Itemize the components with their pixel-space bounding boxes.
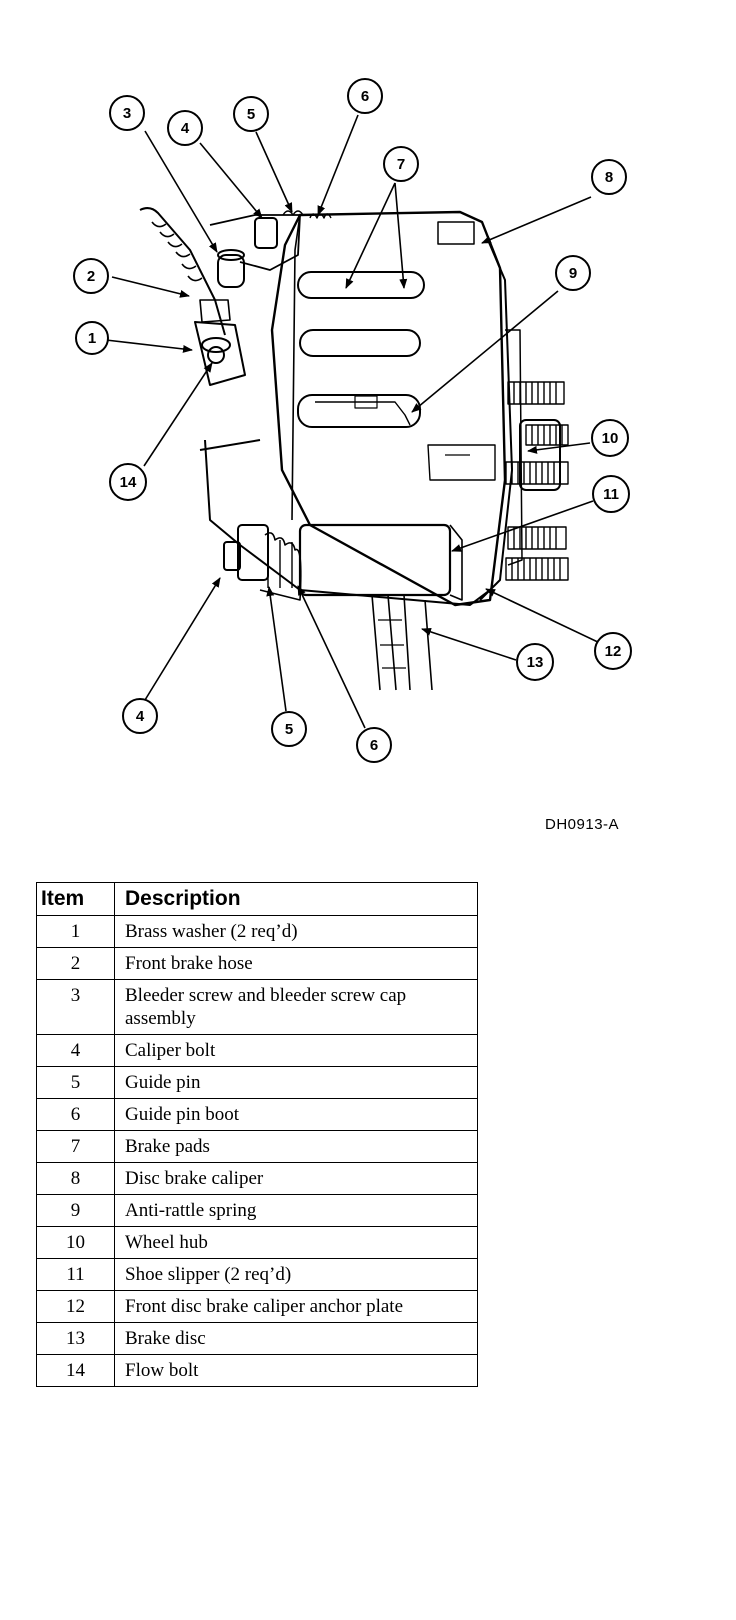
svg-text:1: 1	[88, 330, 96, 347]
callout-7: 7	[383, 146, 419, 182]
callout-8: 8	[591, 159, 627, 195]
svg-text:5: 5	[247, 106, 255, 123]
svg-text:12: 12	[605, 643, 622, 660]
item-number: 3	[36, 979, 115, 1035]
legend-header-row: Item Description	[36, 882, 478, 916]
callout-9: 9	[555, 255, 591, 291]
callout-4-upper: 4	[167, 110, 203, 146]
callout-11: 11	[592, 475, 630, 513]
bleeder-screw-shape	[217, 249, 245, 288]
item-number: 1	[36, 915, 115, 948]
item-description: Guide pin	[114, 1066, 478, 1099]
item-number: 2	[36, 947, 115, 980]
svg-text:6: 6	[361, 88, 369, 105]
caliper-housing-shape	[270, 210, 507, 607]
item-number: 13	[36, 1322, 115, 1355]
svg-text:9: 9	[569, 265, 577, 282]
svg-text:14: 14	[120, 474, 137, 491]
callouts: 1 2 3 4 5 6 7 8 9 10 11 12 13 14 4 5 6	[73, 78, 632, 763]
svg-text:13: 13	[527, 654, 544, 671]
item-description: Front disc brake caliper anchor plate	[114, 1290, 478, 1323]
callout-12: 12	[594, 632, 632, 670]
callout-1: 1	[75, 321, 109, 355]
figure-id: DH0913-A	[545, 816, 620, 833]
lower-guide-pin-shape	[223, 523, 463, 601]
brake-hose-shape	[139, 207, 246, 386]
caliper-illustration	[139, 207, 569, 691]
item-description: Front brake hose	[114, 947, 478, 980]
callout-6-upper: 6	[347, 78, 383, 114]
item-number: 12	[36, 1290, 115, 1323]
item-number: 4	[36, 1034, 115, 1067]
svg-text:7: 7	[397, 156, 405, 173]
svg-text:3: 3	[123, 105, 131, 122]
svg-text:4: 4	[181, 120, 190, 137]
item-number: 7	[36, 1130, 115, 1163]
callout-13: 13	[516, 643, 554, 681]
item-description: Shoe slipper (2 req’d)	[114, 1258, 478, 1291]
item-number: 10	[36, 1226, 115, 1259]
callout-5-upper: 5	[233, 96, 269, 132]
callout-10: 10	[591, 419, 629, 457]
item-description: Guide pin boot	[114, 1098, 478, 1131]
callout-6-lower: 6	[356, 727, 392, 763]
svg-text:5: 5	[285, 721, 293, 738]
item-description: Disc brake caliper	[114, 1162, 478, 1195]
item-number: 14	[36, 1354, 115, 1387]
item-number: 6	[36, 1098, 115, 1131]
item-description: Anti-rattle spring	[114, 1194, 478, 1227]
brake-caliper-diagram: 1 2 3 4 5 6 7 8 9 10 11 12 13 14 4 5 6	[0, 0, 736, 800]
brake-disc-shape	[371, 594, 433, 691]
leader-lines	[105, 114, 603, 729]
callout-14: 14	[109, 463, 147, 501]
svg-text:4: 4	[136, 708, 145, 725]
svg-text:10: 10	[602, 430, 619, 447]
header-item: Item	[36, 882, 115, 916]
svg-text:6: 6	[370, 737, 378, 754]
callout-5-lower: 5	[271, 711, 307, 747]
item-number: 9	[36, 1194, 115, 1227]
svg-text:2: 2	[87, 268, 95, 285]
wheel-hub-shape	[479, 239, 569, 601]
callout-2: 2	[73, 258, 109, 294]
item-description: Brake disc	[114, 1322, 478, 1355]
svg-text:8: 8	[605, 169, 613, 186]
item-description: Caliper bolt	[114, 1034, 478, 1067]
item-number: 8	[36, 1162, 115, 1195]
upper-guide-pin-shape	[209, 210, 332, 271]
diagram-svg: 1 2 3 4 5 6 7 8 9 10 11 12 13 14 4 5 6	[73, 78, 632, 763]
item-number: 11	[36, 1258, 115, 1291]
item-description: Brass washer (2 req’d)	[114, 915, 478, 948]
item-number: 5	[36, 1066, 115, 1099]
item-description: Flow bolt	[114, 1354, 478, 1387]
item-description: Wheel hub	[114, 1226, 478, 1259]
callout-4-lower: 4	[122, 698, 158, 734]
callout-3: 3	[109, 95, 145, 131]
item-description: Bleeder screw and bleeder screw cap asse…	[114, 979, 478, 1035]
svg-text:11: 11	[603, 486, 619, 503]
header-description: Description	[114, 882, 478, 916]
item-description: Brake pads	[114, 1130, 478, 1163]
